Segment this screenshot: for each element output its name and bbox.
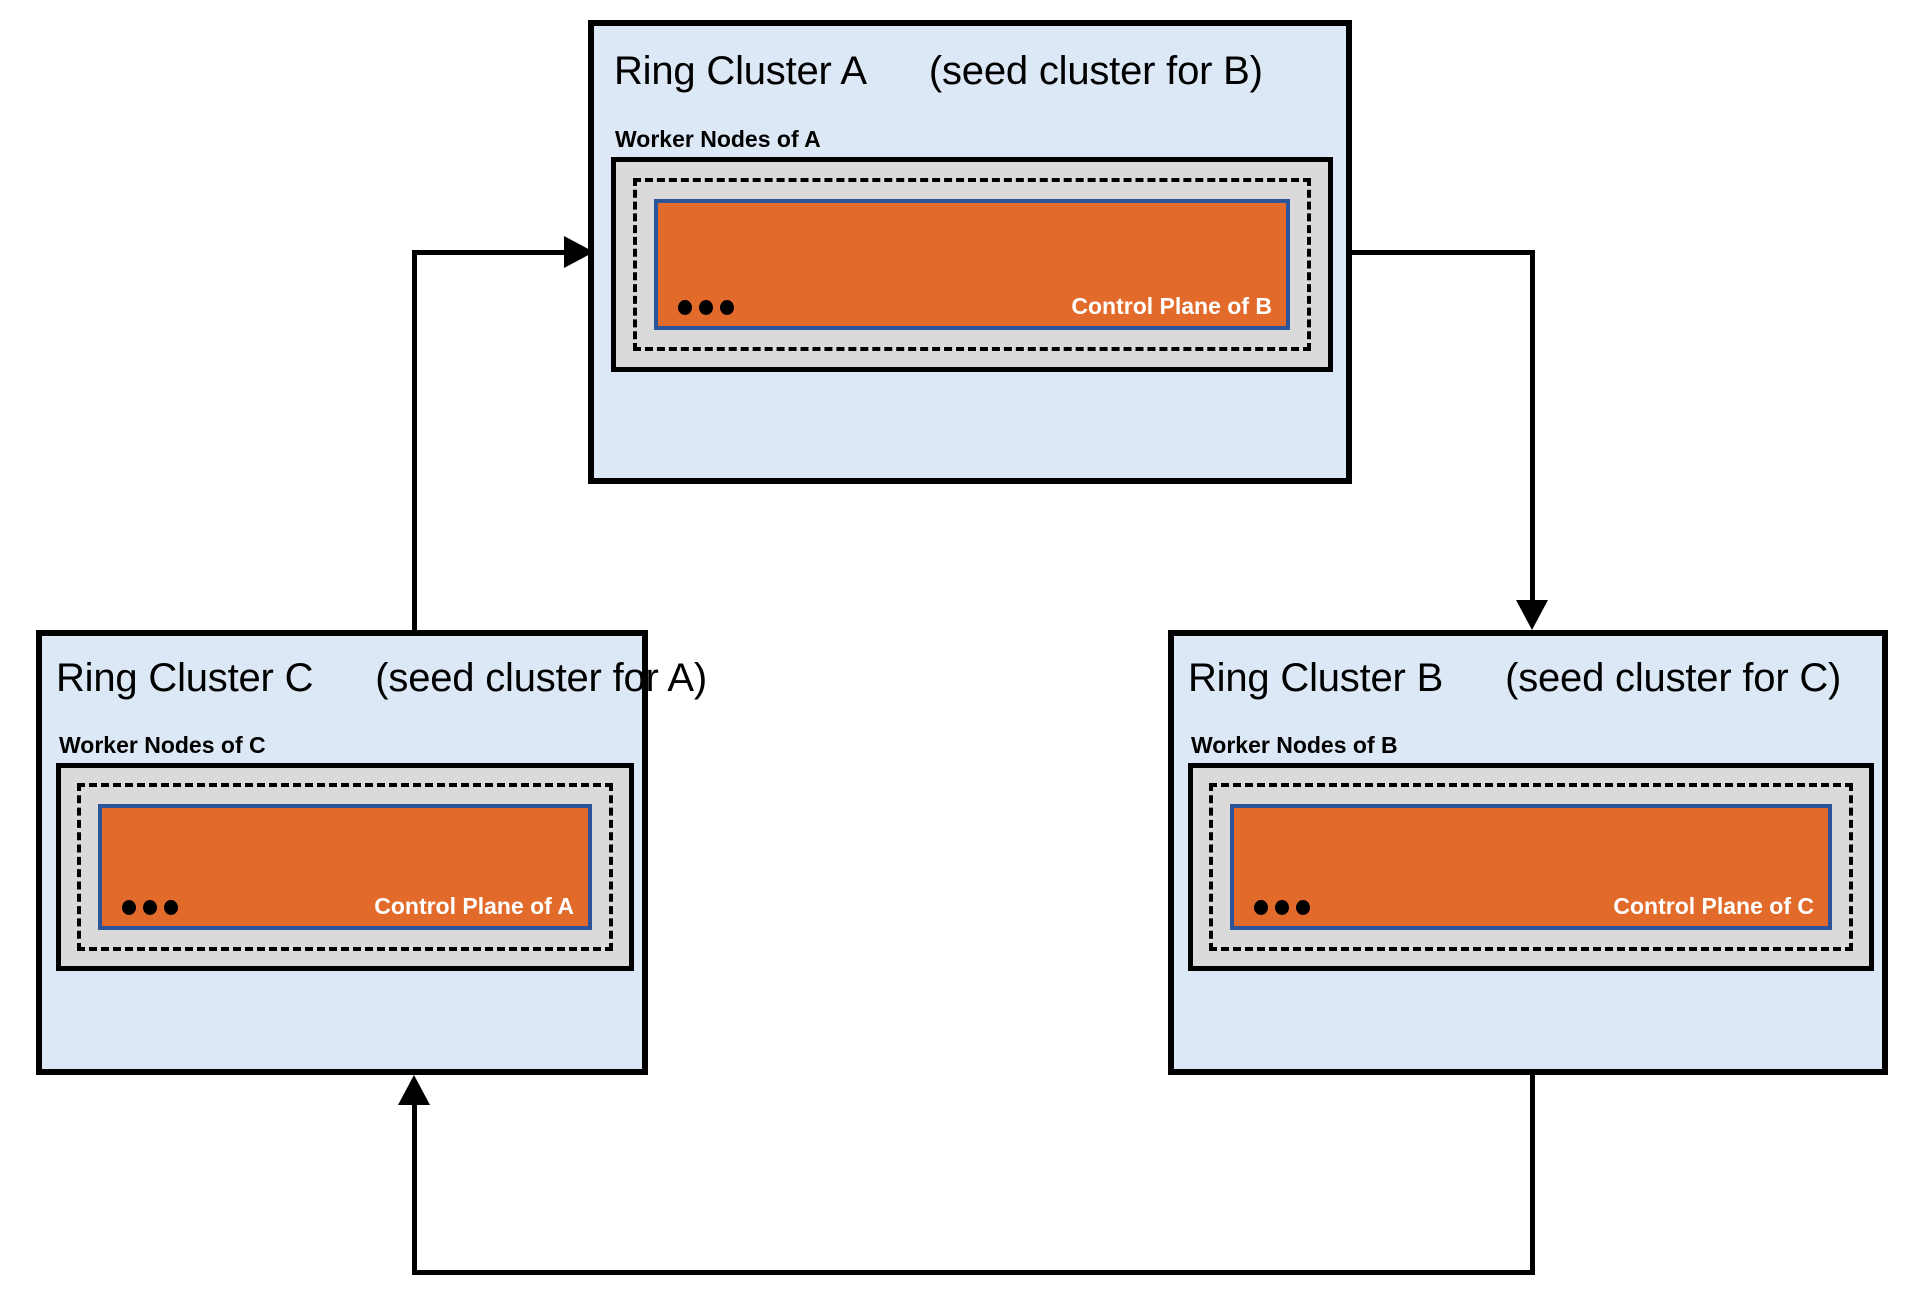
cluster-b[interactable]: Ring Cluster B (seed cluster for C) Worke… [1168, 630, 1888, 1075]
cluster-a[interactable]: Ring Cluster A (seed cluster for B) Worke… [588, 20, 1352, 484]
cluster-a-worker-label: Worker Nodes of A [615, 126, 821, 152]
cluster-c-control-plane-label: Control Plane of A [374, 893, 574, 919]
cluster-c[interactable]: Ring Cluster C (seed cluster for A) Worke… [36, 630, 707, 1075]
connector-b-to-c-vertical-right [1530, 1070, 1535, 1275]
cluster-c-worker-label: Worker Nodes of C [59, 732, 266, 758]
cluster-a-worker-box[interactable]: Control Plane of B [611, 157, 1333, 372]
cluster-a-ellipsis-dots [678, 300, 734, 315]
connector-b-to-c-horizontal [412, 1270, 1535, 1275]
arrowhead-into-cluster-b [1516, 600, 1548, 630]
cluster-a-title: Ring Cluster A (seed cluster for B) [614, 49, 1263, 94]
cluster-b-ellipsis-dots [1254, 900, 1310, 915]
connector-c-to-a-vertical [412, 250, 417, 656]
cluster-c-ellipsis-dots [122, 900, 178, 915]
cluster-c-control-plane[interactable]: Control Plane of A [98, 804, 592, 930]
connector-a-to-b-vertical [1530, 250, 1535, 605]
arrowhead-into-cluster-c [398, 1075, 430, 1105]
cluster-b-control-plane-label: Control Plane of C [1613, 893, 1814, 919]
cluster-a-name: Ring Cluster A [614, 49, 867, 93]
connector-c-to-a-horizontal [412, 250, 572, 255]
cluster-b-seed-note: (seed cluster for C) [1505, 656, 1842, 700]
connector-b-to-c-vertical-left [412, 1105, 417, 1273]
cluster-c-worker-box[interactable]: Control Plane of A [56, 763, 634, 971]
cluster-b-worker-label: Worker Nodes of B [1191, 732, 1398, 758]
cluster-b-worker-dashed-frame [1209, 783, 1853, 951]
connector-a-to-b-horizontal [1352, 250, 1535, 255]
cluster-a-seed-note: (seed cluster for B) [928, 49, 1263, 93]
cluster-b-name: Ring Cluster B [1188, 656, 1444, 700]
cluster-b-worker-box[interactable]: Control Plane of C [1188, 763, 1874, 971]
cluster-b-control-plane[interactable]: Control Plane of C [1230, 804, 1832, 930]
cluster-a-worker-dashed-frame [633, 178, 1311, 351]
cluster-c-name: Ring Cluster C [56, 656, 314, 700]
cluster-c-title: Ring Cluster C (seed cluster for A) [56, 656, 707, 701]
cluster-a-control-plane[interactable]: Control Plane of B [654, 199, 1290, 330]
cluster-b-title: Ring Cluster B (seed cluster for C) [1188, 656, 1841, 701]
cluster-c-seed-note: (seed cluster for A) [375, 656, 707, 700]
cluster-c-worker-dashed-frame [77, 783, 613, 951]
cluster-a-control-plane-label: Control Plane of B [1071, 293, 1272, 319]
